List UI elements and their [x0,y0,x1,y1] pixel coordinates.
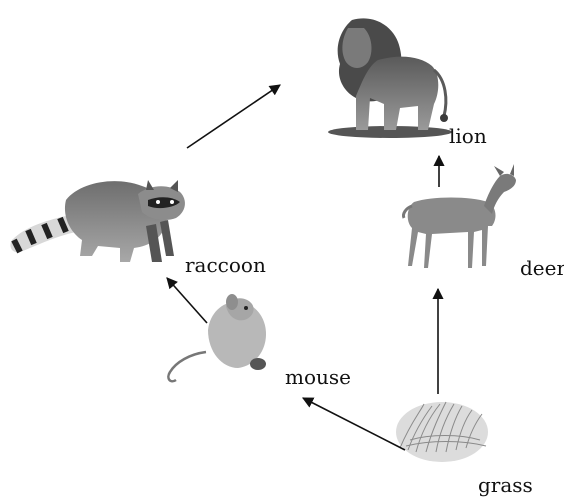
label-mouse: mouse [285,365,351,389]
label-deer: deer [520,256,564,280]
raccoon-image: raccoon [10,180,266,277]
arrow-grass-to-mouse [303,398,405,450]
arrow-mouse-to-raccoon [167,278,207,323]
label-raccoon: raccoon [185,253,266,277]
grass-image: grass [396,402,533,497]
lion-image: lion [328,18,487,148]
label-lion: lion [449,124,487,148]
raccoon-tail [10,215,76,252]
deer-image: deer [403,164,564,280]
mouse-image: mouse [168,294,351,389]
label-grass: grass [478,473,533,497]
arrow-raccoon-to-lion [187,85,280,148]
